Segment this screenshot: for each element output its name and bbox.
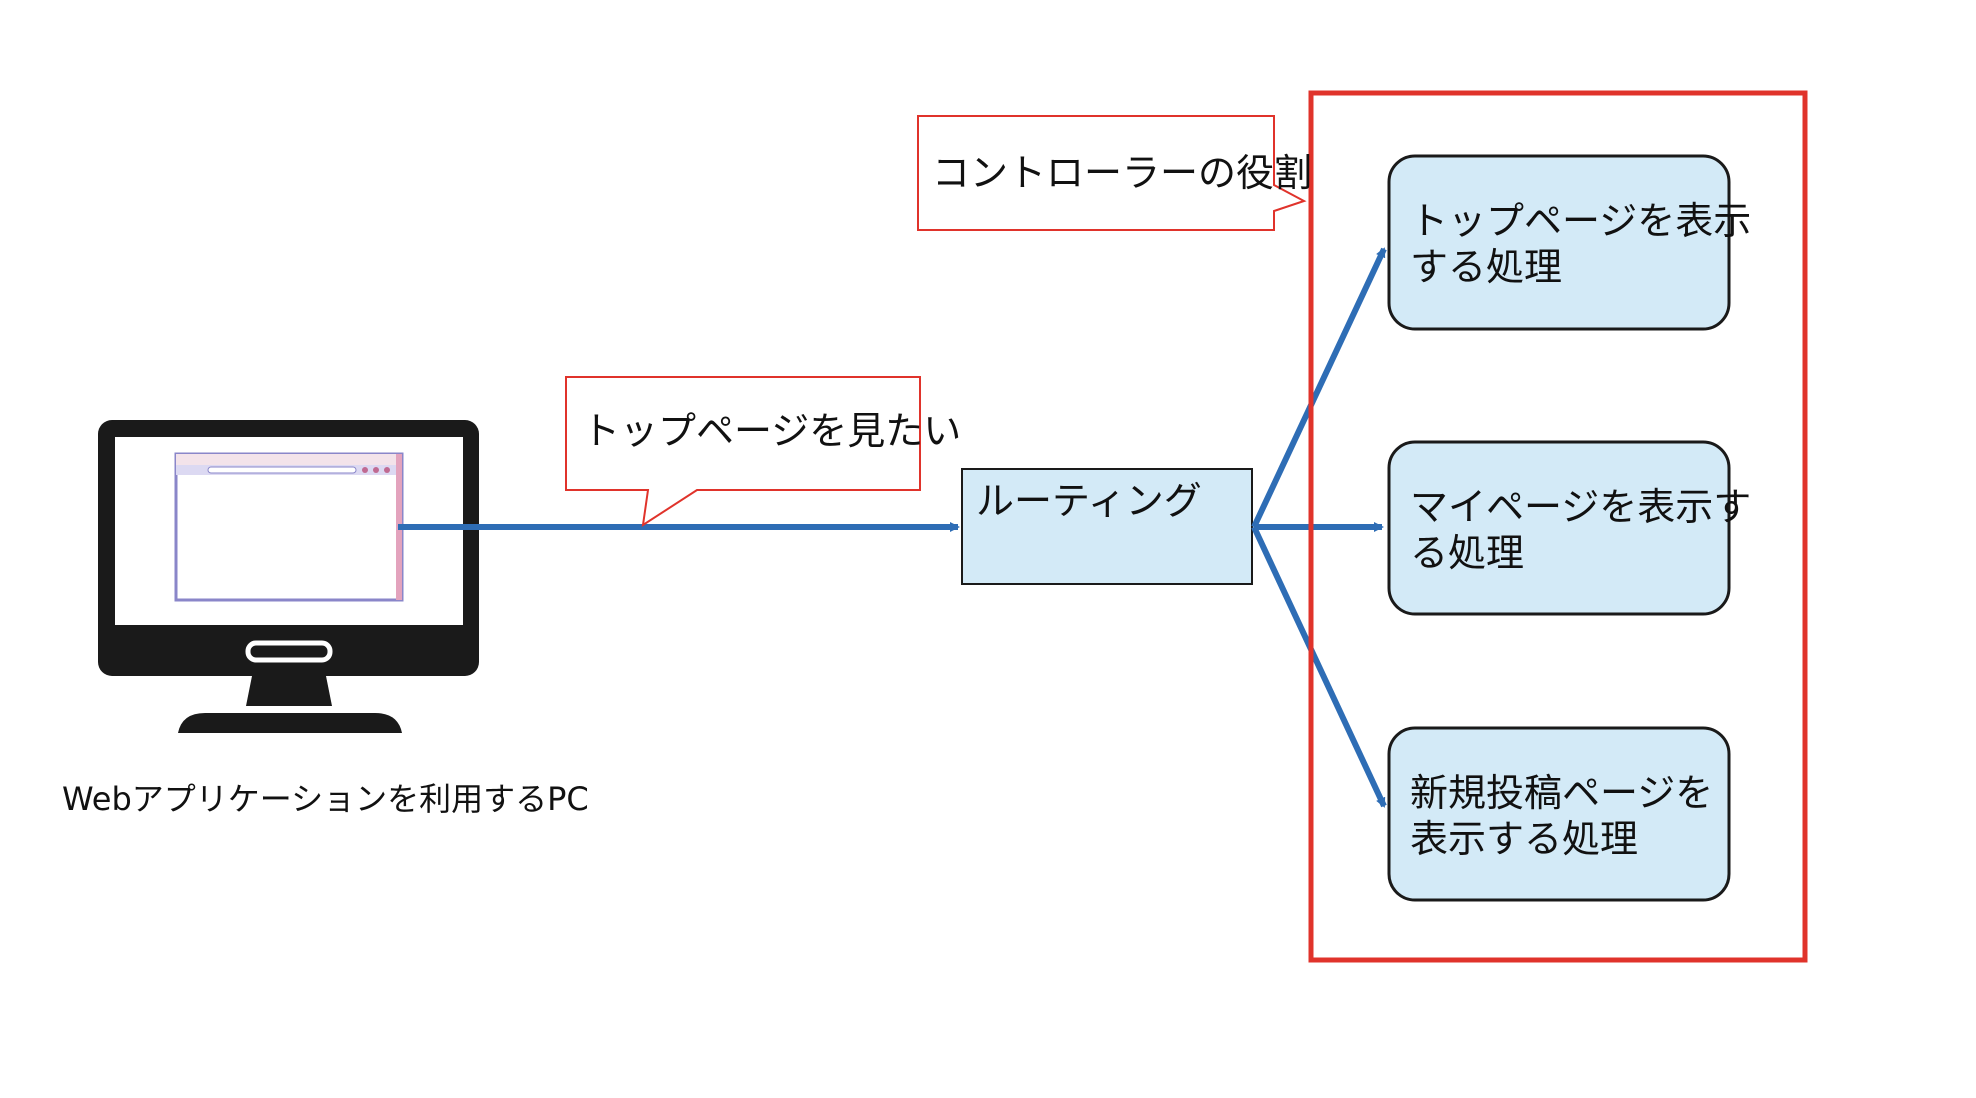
routing-box[interactable] — [961, 468, 1253, 585]
callout-request-text: トップページを見たい — [582, 409, 962, 453]
handler-top-page-line1: トップページを表示 — [1410, 199, 1752, 243]
callout-request-shape — [565, 376, 921, 528]
handler-my-page-label: マイページを表示す る処理 — [1410, 484, 1751, 576]
arrow-routing-to-new-post — [1251, 525, 1387, 808]
routing-label: ルーティング — [976, 479, 1202, 523]
controller-highlight-frame — [1308, 90, 1808, 963]
handler-new-post-line2: 表示する処理 — [1410, 817, 1639, 861]
browser-window-icon — [174, 452, 404, 602]
handler-box-top-page[interactable] — [1387, 154, 1731, 331]
callout-controller-text: コントローラーの役割 — [932, 151, 1313, 195]
handler-top-page-label: トップページを表示 する処理 — [1410, 198, 1751, 290]
handler-box-new-post[interactable] — [1387, 726, 1731, 902]
handler-box-my-page[interactable] — [1387, 440, 1731, 616]
pc-caption: Webアプリケーションを利用するPC — [62, 780, 589, 818]
handler-top-page-line2: する処理 — [1410, 245, 1563, 289]
callout-controller-shape — [917, 115, 1307, 231]
handler-my-page-line2: る処理 — [1410, 531, 1525, 575]
handler-my-page-line1: マイページを表示す — [1410, 485, 1752, 529]
arrow-routing-to-top-page — [1251, 247, 1387, 529]
handler-new-post-line1: 新規投稿ページを — [1410, 771, 1714, 815]
handler-new-post-label: 新規投稿ページを 表示する処理 — [1410, 770, 1713, 862]
